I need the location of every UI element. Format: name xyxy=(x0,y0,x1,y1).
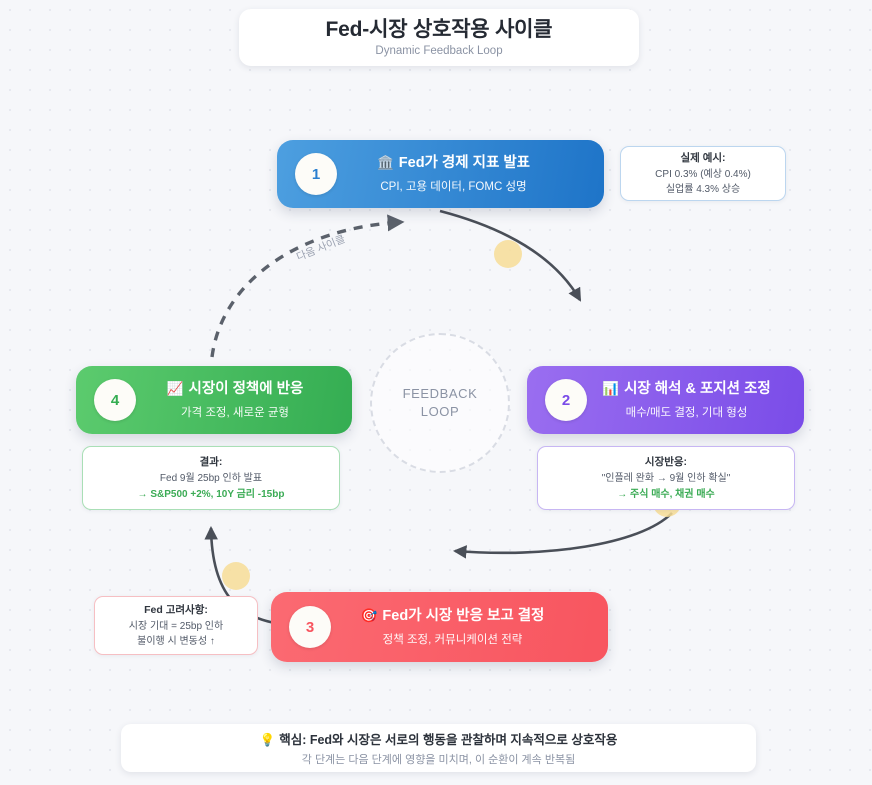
chart-increasing-icon: 📈 xyxy=(166,381,184,397)
step-1-subtitle: CPI, 고용 데이터, FOMC 성명 xyxy=(380,180,527,193)
step-node-3[interactable]: 3 🎯Fed가 시장 반응 보고 결정 정책 조정, 커뮤니케이션 전략 xyxy=(271,592,608,662)
annotation-fed-consideration: Fed 고려사항: 시장 기대 = 25bp 인하 불이행 시 변동성 ↑ xyxy=(94,596,258,655)
step-4-subtitle: 가격 조정, 새로운 균형 xyxy=(181,406,289,419)
step-2-title: 시장 해석 & 포지션 조정 xyxy=(624,381,771,398)
annotation-market-reaction-line1: "인플레 완화 → 9월 인하 확실" xyxy=(601,473,731,484)
arrow-step1-to-step2 xyxy=(439,209,582,302)
annotation-fed-consideration-line1: 시장 기대 = 25bp 인하 xyxy=(128,621,224,632)
footer-sub-text: 각 단계는 다음 단계에 영향을 미치며, 이 순환이 계속 반복됨 xyxy=(301,754,576,766)
annotation-market-reaction: 시장반응: "인플레 완화 → 9월 인하 확실" → 주식 매수, 채권 매수 xyxy=(537,446,795,510)
step-number-2: 2 xyxy=(545,379,587,421)
step-node-2[interactable]: 2 📊시장 해석 & 포지션 조정 매수/매도 결정, 기대 형성 xyxy=(527,366,804,434)
annotation-result-line1: Fed 9월 25bp 인하 발표 xyxy=(159,473,263,484)
pulse-dot-step3-step4 xyxy=(222,562,250,590)
arrow-step2-to-step3 xyxy=(452,512,673,559)
step-2-text: 📊시장 해석 & 포지션 조정 매수/매도 결정, 기대 형성 xyxy=(587,380,804,419)
step-4-text: 📈시장이 정책에 반응 가격 조정, 새로운 균형 xyxy=(136,380,352,419)
step-4-title: 시장이 정책에 반응 xyxy=(188,381,304,398)
step-3-text: 🎯Fed가 시장 반응 보고 결정 정책 조정, 커뮤니케이션 전략 xyxy=(331,607,608,646)
step-3-title: Fed가 시장 반응 보고 결정 xyxy=(382,608,545,625)
step-1-title-row: 🏛️Fed가 경제 지표 발표 xyxy=(337,154,570,172)
annotation-example-line1: CPI 0.3% (예상 0.4%) xyxy=(655,169,751,180)
footer-card: 💡핵심: Fed와 시장은 서로의 행동을 관찰하며 지속적으로 상호작용 각 … xyxy=(121,724,756,772)
step-node-4[interactable]: 4 📈시장이 정책에 반응 가격 조정, 새로운 균형 xyxy=(76,366,352,434)
step-2-title-row: 📊시장 해석 & 포지션 조정 xyxy=(587,380,786,398)
pulse-dot-step1-step2 xyxy=(494,240,522,268)
annotation-fed-consideration-line2: 불이행 시 변동성 ↑ xyxy=(137,635,215,647)
feedback-loop-line1: FEEDBACK xyxy=(402,386,478,402)
annotation-result-head: 결과: xyxy=(199,456,223,468)
step-3-subtitle: 정책 조정, 커뮤니케이션 전략 xyxy=(382,633,523,646)
step-2-subtitle: 매수/매도 결정, 기대 형성 xyxy=(625,406,748,419)
step-3-title-row: 🎯Fed가 시장 반응 보고 결정 xyxy=(331,607,574,625)
title-card: Fed-시장 상호작용 사이클 Dynamic Feedback Loop xyxy=(239,9,639,66)
step-1-title: Fed가 경제 지표 발표 xyxy=(398,155,531,172)
feedback-loop-line2: LOOP xyxy=(420,404,460,419)
target-icon: 🎯 xyxy=(360,608,378,624)
annotation-result: 결과: Fed 9월 25bp 인하 발표 → S&P500 +2%, 10Y … xyxy=(82,446,340,510)
step-number-1: 1 xyxy=(295,153,337,195)
annotation-market-reaction-accent: → 주식 매수, 채권 매수 xyxy=(617,488,715,500)
annotation-example: 실제 예시: CPI 0.3% (예상 0.4%) 실업률 4.3% 상승 xyxy=(620,146,786,201)
page-title: Fed-시장 상호작용 사이클 xyxy=(325,17,553,41)
annotation-result-accent: → S&P500 +2%, 10Y 금리 -15bp xyxy=(137,488,285,500)
step-4-title-row: 📈시장이 정책에 반응 xyxy=(136,380,334,398)
annotation-example-line2: 실업률 4.3% 상승 xyxy=(665,183,741,195)
step-1-text: 🏛️Fed가 경제 지표 발표 CPI, 고용 데이터, FOMC 성명 xyxy=(337,154,604,193)
step-number-3: 3 xyxy=(289,606,331,648)
bar-chart-icon: 📊 xyxy=(602,381,620,397)
page-subtitle: Dynamic Feedback Loop xyxy=(375,45,503,58)
annotation-example-head: 실제 예시: xyxy=(680,152,726,164)
footer-main-row: 💡핵심: Fed와 시장은 서로의 행동을 관찰하며 지속적으로 상호작용 xyxy=(260,729,618,748)
arrow-step4-to-step1-dashed xyxy=(210,214,405,358)
footer-main-text: 핵심: Fed와 시장은 서로의 행동을 관찰하며 지속적으로 상호작용 xyxy=(279,733,618,747)
step-number-4: 4 xyxy=(94,379,136,421)
light-bulb-icon: 💡 xyxy=(259,733,276,747)
step-node-1[interactable]: 1 🏛️Fed가 경제 지표 발표 CPI, 고용 데이터, FOMC 성명 xyxy=(277,140,604,208)
annotation-fed-consideration-head: Fed 고려사항: xyxy=(144,604,208,616)
feedback-loop-circle: FEEDBACK LOOP xyxy=(370,333,510,473)
classical-building-icon: 🏛️ xyxy=(376,155,394,171)
annotation-market-reaction-head: 시장반응: xyxy=(644,456,688,468)
